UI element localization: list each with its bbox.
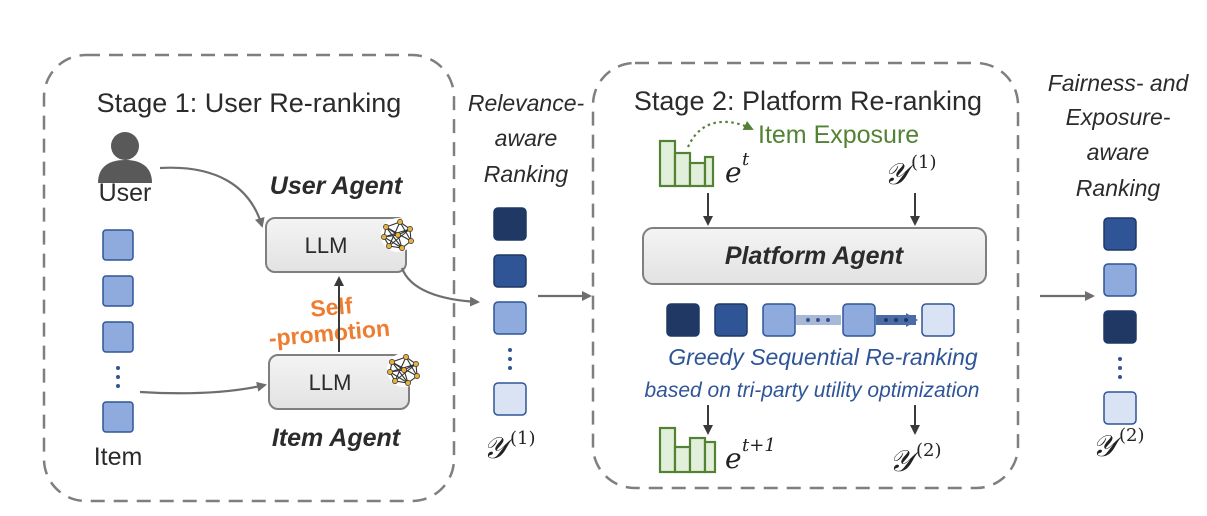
user-icon [98, 132, 152, 183]
item-square [102, 321, 134, 353]
fairness-ranking-symbol: 𝒴 (2) [1092, 425, 1145, 464]
exposure-symbol-t: e t [725, 149, 750, 189]
user-to-agent-arrow [159, 166, 265, 228]
platform-agent-box [642, 227, 987, 285]
self-promotion-label-2: -promotion [268, 315, 391, 351]
item-to-agent-arrow [139, 381, 267, 395]
neural-network-icon [386, 352, 422, 388]
ellipsis-dot [508, 366, 512, 370]
self-promotion-label: Self [309, 292, 354, 322]
relevance-title-line3: Ranking [484, 161, 569, 187]
ellipsis-dot [116, 366, 120, 370]
ellipsis-dot [116, 375, 120, 379]
item-square [102, 275, 134, 307]
sequence-item [842, 303, 876, 337]
platform-agent-label: Platform Agent [725, 242, 905, 270]
ellipsis-dot [508, 357, 512, 361]
ranked-item [493, 301, 527, 335]
exposure-dotted-arrow [686, 120, 754, 148]
e-symbol: e [725, 156, 742, 189]
relevance-title-line2: aware [495, 125, 558, 151]
relevance-ranking-list [493, 207, 527, 416]
ellipsis-dot [1118, 357, 1122, 361]
y-superscript: (2) [916, 440, 942, 461]
e-superscript: t+1 [742, 435, 776, 456]
ellipsis-dot [116, 384, 120, 388]
sequence-item [714, 303, 748, 337]
ranked-item [1103, 217, 1137, 251]
relevance-ranking-symbol: 𝒴 (1) [483, 428, 536, 466]
fairness-title-line1: Fairness- and [1048, 70, 1190, 96]
user-label: User [99, 179, 152, 207]
user-agent-llm-label: LLM [305, 233, 348, 258]
item-agent-label: Item Agent [272, 424, 402, 452]
e-symbol: e [725, 442, 742, 475]
greedy-sequence-row [666, 303, 955, 337]
sequence-item [921, 303, 955, 337]
y-superscript: (1) [911, 152, 937, 173]
y-superscript: (2) [1119, 425, 1145, 446]
item-square [102, 401, 134, 433]
relevance-title-line1: Relevance- [468, 90, 585, 116]
ellipsis-dot [826, 318, 830, 322]
fairness-title-line2: Exposure- [1066, 104, 1171, 130]
ellipsis-dot [806, 318, 810, 322]
item-exposure-label: Item Exposure [758, 121, 919, 149]
stage2-output-symbol: 𝒴 (2) [889, 440, 942, 479]
item-agent-llm-label: LLM [309, 370, 352, 395]
ranked-item [493, 207, 527, 241]
ellipsis-dot [1118, 366, 1122, 370]
ranked-item [1103, 391, 1137, 425]
fairness-ranking-list [1103, 217, 1137, 425]
ellipsis-dot [894, 318, 898, 322]
exposure-histogram-icon [658, 139, 715, 188]
ranked-item [1103, 310, 1137, 344]
ellipsis-dot [904, 318, 908, 322]
item-square [102, 229, 134, 261]
ellipsis-dot [508, 348, 512, 352]
stage2-title: Stage 2: Platform Re-ranking [634, 86, 982, 116]
ranked-item [493, 382, 527, 416]
neural-network-icon [380, 217, 416, 253]
exposure-symbol-t1: e t+1 [725, 435, 776, 475]
item-label: Item [94, 443, 143, 471]
ellipsis-dot [884, 318, 888, 322]
fairness-title-line4: Ranking [1076, 175, 1161, 201]
stage1-title: Stage 1: User Re-ranking [97, 88, 402, 118]
greedy-reranking-label: Greedy Sequential Re-ranking [668, 344, 978, 370]
e-superscript: t [742, 149, 750, 170]
tri-party-utility-label: based on tri-party utility optimization [645, 379, 980, 402]
ranked-item [1103, 263, 1137, 297]
item-list-column [102, 229, 134, 433]
y-superscript: (1) [510, 428, 536, 449]
ranked-item [493, 254, 527, 288]
fairness-title-line3: aware [1087, 139, 1150, 165]
stage2-frame [591, 61, 1020, 490]
stage1-frame [42, 53, 456, 503]
sequence-item [666, 303, 700, 337]
ellipsis-dot [1118, 375, 1122, 379]
user-agent-to-ranking-arrow [400, 267, 480, 307]
user-agent-label: User Agent [270, 172, 404, 200]
stage2-input-symbol: 𝒴 (1) [884, 152, 937, 192]
exposure-histogram-icon-updated [658, 426, 717, 474]
sequence-item [762, 303, 796, 337]
ellipsis-dot [816, 318, 820, 322]
